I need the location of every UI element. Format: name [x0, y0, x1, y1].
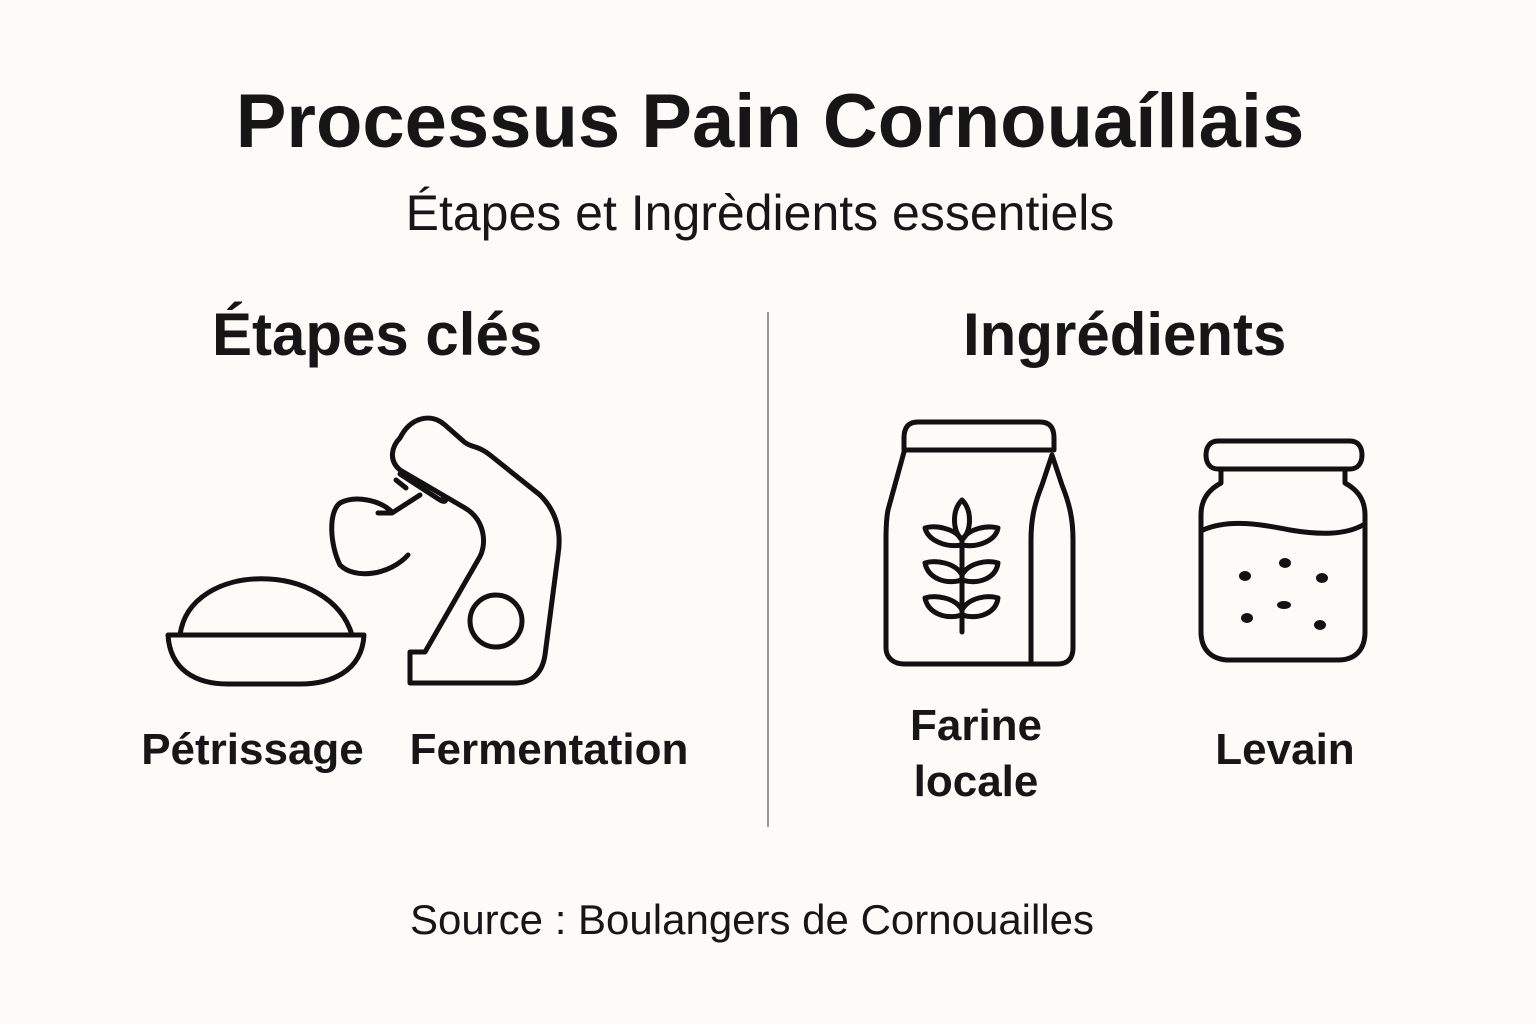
section-divider	[767, 312, 769, 827]
page-title: Processus Pain Cornouaíllais	[235, 79, 1305, 164]
ingredient-label-levain: Levain	[1215, 725, 1355, 774]
dough-bowl-icon-shape	[165, 576, 367, 687]
step-label-fermentation: Fermentation	[409, 725, 689, 774]
ingredient-label-farine: Farine locale	[880, 698, 1072, 810]
ingredient-label-farine-line2: locale	[913, 757, 1039, 806]
source-credit: Source : Boulangers de Cornouailles	[409, 896, 1095, 943]
ingredients-heading: Ingrédients	[963, 301, 1287, 368]
stand-mixer-icon-shape	[329, 415, 562, 686]
step-label-petrissage: Pétrissage	[141, 725, 364, 774]
steps-heading: Étapes clés	[212, 301, 543, 368]
ingredient-label-farine-line1: Farine	[909, 701, 1043, 750]
page-subtitle: Étapes et Ingrèdients essentiels	[405, 185, 1115, 241]
